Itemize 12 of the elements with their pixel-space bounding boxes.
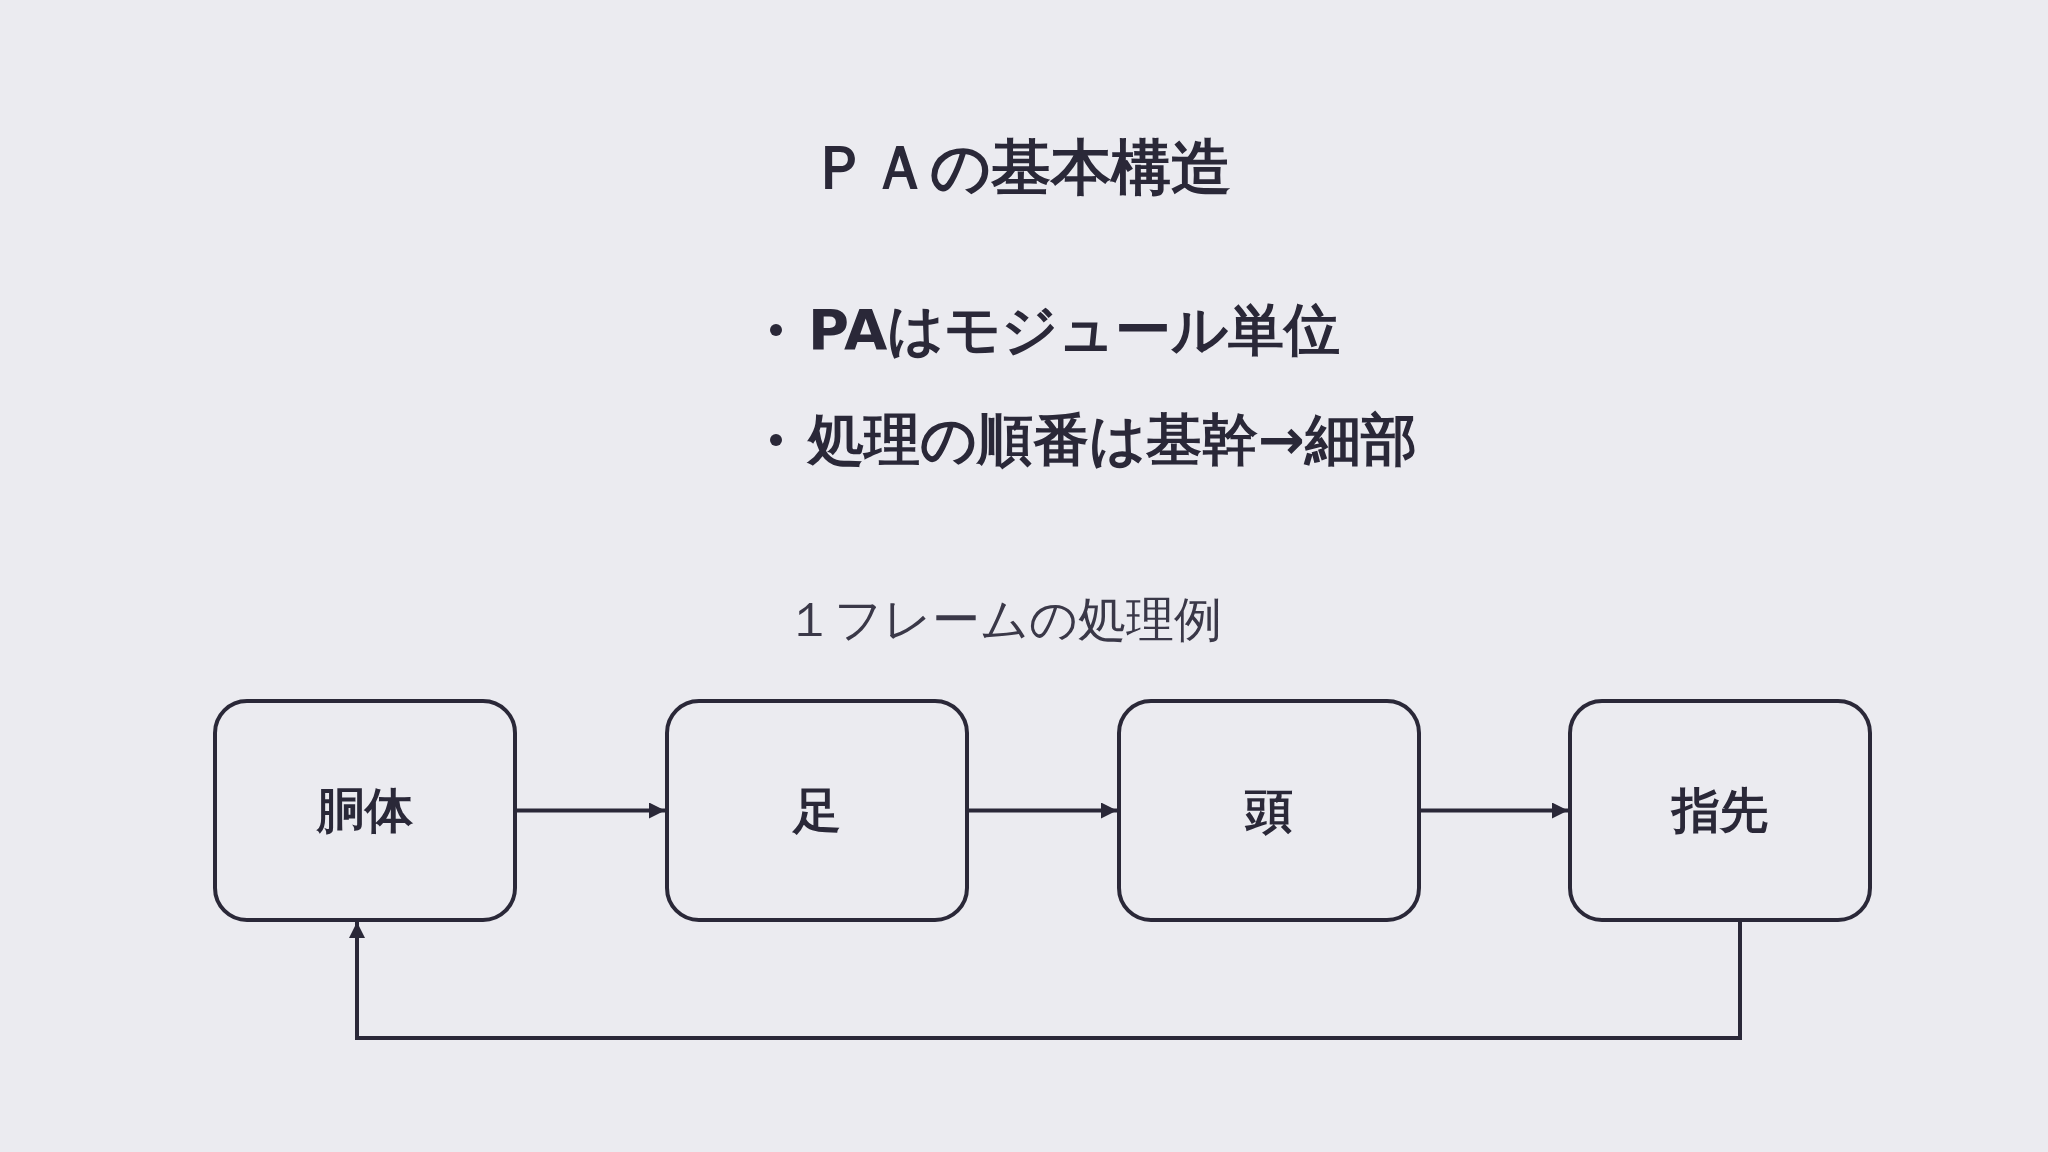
process-box: 頭 <box>1117 699 1421 922</box>
arrow <box>517 802 665 819</box>
process-box: 指先 <box>1568 699 1872 922</box>
title: ＰＡの基本構造 <box>808 131 1232 204</box>
bullet-text: PAはモジュール単位 <box>808 296 1341 364</box>
process-box: 胴体 <box>213 699 517 922</box>
bullet-text: 処理の順番は基幹→細部 <box>808 406 1417 474</box>
arrow <box>969 802 1117 819</box>
arrow <box>349 922 1742 1040</box>
subtitle: １フレームの処理例 <box>786 590 1222 649</box>
process-box: 足 <box>665 699 969 922</box>
arrow <box>1421 802 1568 819</box>
